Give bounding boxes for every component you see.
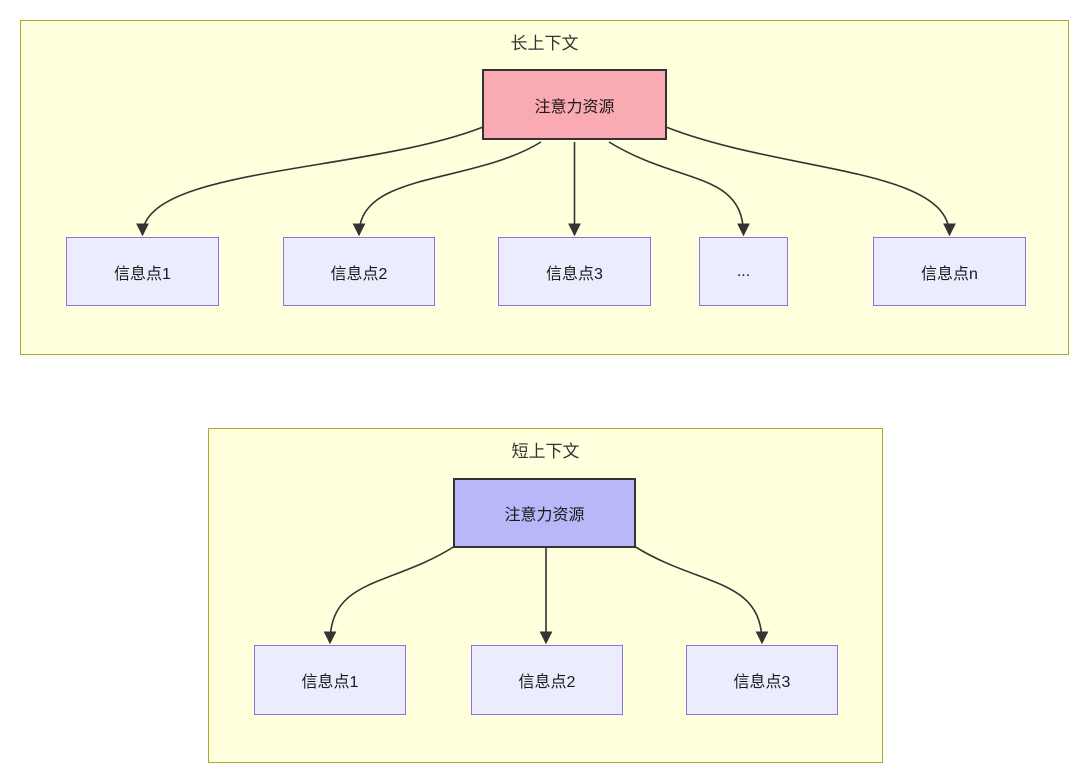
- node-long-info-n: 信息点n: [873, 237, 1026, 306]
- node-short-info-2: 信息点2: [471, 645, 623, 715]
- edge-long-2: [352, 141, 542, 237]
- cluster-short-context: 短上下文 注意力资源 信息点1 信息点2 信息点3: [208, 428, 883, 763]
- node-long-info-2: 信息点2: [283, 237, 435, 306]
- edge-long-1: [136, 126, 484, 237]
- edge-long-4: [608, 141, 750, 237]
- edge-long-5: [665, 126, 956, 237]
- node-attention-long: 注意力资源: [482, 69, 667, 140]
- cluster-short-title: 短上下文: [511, 442, 580, 461]
- node-short-info-1: 信息点1: [254, 645, 406, 715]
- node-long-info-3: 信息点3: [498, 237, 651, 306]
- edge-short-1: [323, 545, 456, 645]
- node-long-info-ellipsis: ...: [699, 237, 788, 306]
- node-long-info-1: 信息点1: [66, 237, 219, 306]
- cluster-long-title: 长上下文: [510, 34, 579, 53]
- node-short-info-3: 信息点3: [686, 645, 838, 715]
- cluster-long-context: 长上下文 注意力资源 信息点1 信息点2 信息点3 ... 信息点n: [20, 20, 1069, 355]
- node-attention-short: 注意力资源: [453, 478, 636, 548]
- edge-short-3: [633, 545, 769, 645]
